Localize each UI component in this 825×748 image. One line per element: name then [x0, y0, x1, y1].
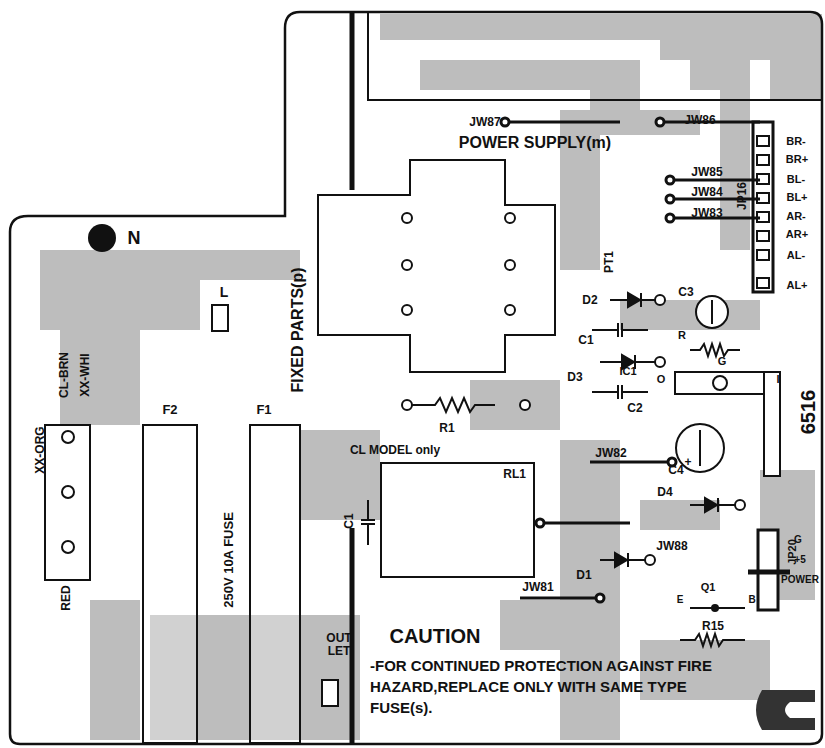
silkscreen-label: XX-WHI	[79, 353, 92, 396]
silkscreen-label: F1	[256, 403, 271, 417]
silkscreen-label: N	[128, 229, 141, 248]
silkscreen-label: C2	[627, 402, 642, 415]
silkscreen-label: -FOR CONTINUED PROTECTION AGAINST FIRE H…	[370, 655, 720, 718]
silkscreen-label: C1	[578, 334, 593, 347]
silkscreen-label: C1	[343, 513, 356, 528]
silkscreen-label: L	[220, 285, 229, 300]
silkscreen-label: JW81	[522, 581, 553, 594]
silkscreen-label: CL-BRN	[58, 352, 71, 398]
relay-outline: RL1	[380, 462, 535, 578]
silkscreen-label: BL-	[787, 174, 805, 186]
silkscreen-label: E	[677, 595, 684, 606]
silkscreen-label: PT1	[603, 251, 616, 273]
silkscreen-label: JW86	[684, 114, 715, 127]
silkscreen-label: AL+	[786, 280, 807, 292]
silkscreen-label: +5	[794, 555, 805, 566]
silkscreen-label: G	[718, 356, 727, 368]
silkscreen-label: I	[776, 374, 779, 386]
silkscreen-label: JW85	[691, 166, 722, 179]
silkscreen-label: IC1	[619, 366, 636, 378]
silkscreen-label: R1	[439, 422, 454, 435]
silkscreen-label: BR+	[786, 154, 808, 166]
silkscreen-label: BR-	[786, 136, 806, 148]
silkscreen-label: OUT LET	[322, 632, 356, 657]
silkscreen-label: JW87	[469, 116, 500, 129]
silkscreen-label: B	[748, 595, 755, 606]
silkscreen-label: 6516	[798, 390, 819, 435]
silkscreen-label: 250V 10A FUSE	[222, 512, 236, 608]
silkscreen-label: CL MODEL only	[350, 444, 440, 457]
silkscreen-label: XX-ORG	[34, 426, 47, 473]
part-label: RL1	[502, 467, 527, 481]
silkscreen-label: Q1	[701, 582, 716, 594]
silkscreen-label: +	[684, 456, 691, 469]
silkscreen-label: JW88	[656, 540, 687, 553]
silkscreen-label: POWER SUPPLY(m)	[459, 135, 611, 152]
silkscreen-label: CAUTION	[389, 626, 480, 647]
silkscreen-label: R	[678, 330, 686, 342]
silkscreen-label: AR-	[786, 211, 806, 223]
silkscreen-label: JW82	[595, 447, 626, 460]
silkscreen-label: C3	[678, 286, 693, 299]
silkscreen-label: G	[794, 535, 802, 546]
silkscreen-label: D2	[582, 294, 597, 307]
silkscreen-label: JW83	[691, 207, 722, 220]
silkscreen-label: R15	[702, 620, 724, 633]
silkscreen-label: AL-	[787, 250, 805, 262]
silkscreen-label: POWER	[781, 575, 819, 586]
silkscreen-label: AR+	[786, 229, 808, 241]
silkscreen-label: D4	[657, 486, 672, 499]
silkscreen-label: F2	[162, 403, 177, 417]
silkscreen-label: RED	[60, 585, 73, 610]
silkscreen-label: D1	[576, 569, 591, 582]
silkscreen-label: FIXED PARTS(p)	[290, 267, 307, 392]
silkscreen-label: JW84	[691, 186, 722, 199]
silkscreen-label: JP16	[736, 182, 749, 210]
silkscreen-label: BL+	[786, 192, 807, 204]
silkscreen-label: D3	[567, 371, 582, 384]
silkscreen-label: O	[657, 374, 666, 386]
silkscreen-label: C4	[668, 464, 683, 477]
